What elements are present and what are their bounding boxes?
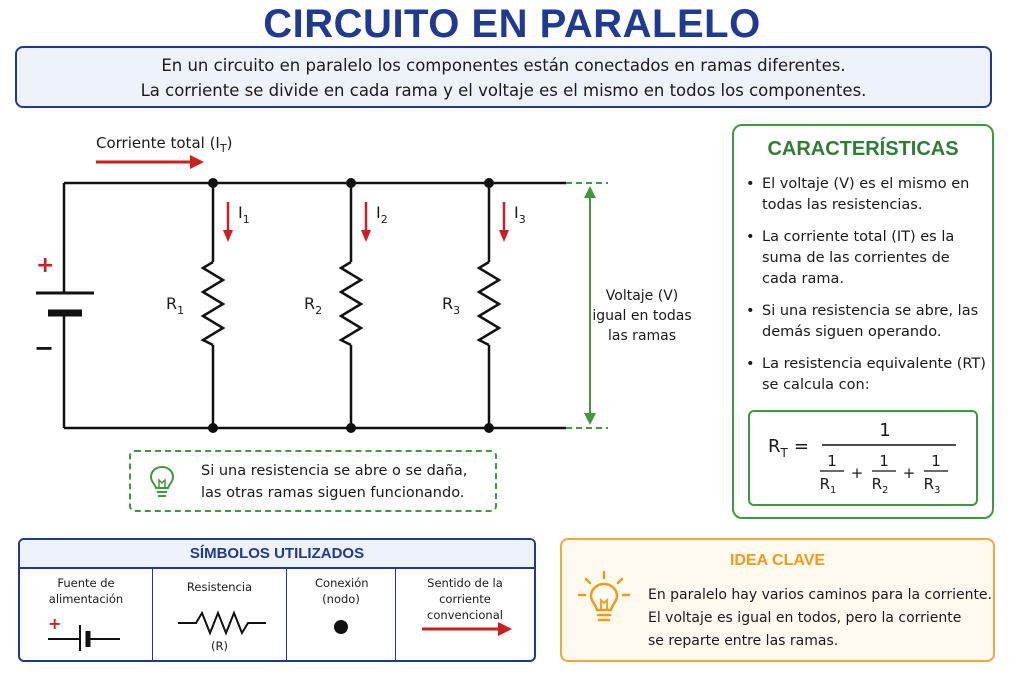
voltage-label-line-2: igual en todas — [592, 308, 691, 324]
battery-symbol — [36, 291, 94, 317]
characteristic-item: La resistencia equivalente (RT) se calcu… — [744, 354, 986, 396]
branch-current-label-2: I2 — [376, 203, 388, 226]
resistor-label-r3: R3 — [442, 294, 460, 317]
branch-current-label-1: I1 — [238, 203, 250, 226]
characteristics-title: CARACTERÍSTICAS — [767, 138, 959, 160]
key-idea-line-3: se reparte entre las ramas. — [648, 633, 839, 649]
plus-2: + — [903, 464, 916, 482]
resistor-label-r2: R2 — [304, 294, 322, 317]
symbol-label: Fuente de alimentación — [48, 576, 124, 606]
battery-minus: − — [34, 334, 54, 362]
key-idea-text: En paralelo hay varios caminos para la c… — [648, 584, 992, 653]
term-1-den: R1 — [820, 475, 837, 496]
tip-line-1: Si una resistencia se abre o se daña, — [201, 463, 468, 479]
symbol-cell-current-direction: Sentido de la corriente convencional — [396, 569, 534, 660]
node-symbol — [334, 620, 348, 634]
tip-line-2: las otras ramas siguen funcionando. — [201, 485, 465, 501]
term-3-den: R3 — [924, 475, 941, 496]
equivalent-resistance-formula: RT= 1 1 R1 + 1 R2 + 1 R3 — [748, 410, 978, 506]
circuit-diagram: Corriente total (IT) + − R1 R2 R3 I1 — [34, 134, 692, 433]
intro-line-1: En un circuito en paralelo los component… — [161, 56, 846, 75]
node-top-2 — [346, 178, 356, 188]
term-3-num: 1 — [931, 452, 941, 470]
key-idea-title: IDEA CLAVE — [729, 552, 826, 569]
resistor-r2 — [338, 260, 364, 347]
term-2-num: 1 — [879, 452, 889, 470]
node-bottom-3 — [484, 423, 494, 433]
intro-line-2: La corriente se divide en cada rama y el… — [140, 81, 867, 100]
tip-text: Si una resistencia se abre o se daña, la… — [201, 460, 467, 504]
symbol-label: Conexión (nodo) — [315, 576, 369, 606]
total-current-label: Corriente total (IT) — [96, 134, 232, 155]
symbol-cell-resistor: Resistencia (R) — [153, 569, 287, 660]
intro-box: En un circuito en paralelo los component… — [15, 46, 992, 108]
voltage-label-line-1: Voltaje (V) — [606, 288, 678, 304]
resistor-r1 — [200, 260, 226, 347]
symbol-label: Resistencia — [186, 580, 253, 594]
voltage-indicator — [566, 182, 608, 429]
key-idea-box: IDEA CLAVE En paralelo hay varios camino… — [560, 538, 995, 662]
voltage-label-line-3: las ramas — [608, 328, 676, 344]
lightbulb-icon — [149, 465, 175, 497]
symbol-cell-node: Conexión (nodo) — [287, 569, 396, 660]
symbols-table: SÍMBOLOS UTILIZADOS Fuente de alimentaci… — [18, 538, 536, 662]
formula-graphic: RT= 1 1 R1 + 1 R2 + 1 R3 — [768, 420, 956, 496]
characteristic-item: Si una resistencia se abre, las demás si… — [744, 301, 986, 343]
symbol-cell-power-source: Fuente de alimentación + — [20, 569, 153, 660]
tip-box: Si una resistencia se abre o se daña, la… — [129, 450, 497, 512]
node-top-3 — [484, 178, 494, 188]
plus-1: + — [851, 464, 864, 482]
current-direction-arrow — [422, 622, 512, 636]
power-plus: + — [48, 614, 61, 633]
resistor-r3 — [476, 260, 502, 347]
resistor-label-r1: R1 — [166, 294, 184, 317]
page-title: CIRCUITO EN PARALELO — [263, 2, 761, 46]
symbol-label: Sentido de la corriente convencional — [427, 576, 503, 622]
characteristic-item: El voltaje (V) es el mismo en todas las … — [744, 174, 986, 216]
node-bottom-1 — [208, 423, 218, 433]
power-source-symbol: + — [48, 614, 120, 651]
node-top-1 — [208, 178, 218, 188]
circuit-wires — [62, 181, 566, 430]
term-1-num: 1 — [827, 452, 837, 470]
lightbulb-icon — [577, 570, 631, 622]
characteristics-list: El voltaje (V) es el mismo en todas las … — [744, 174, 986, 407]
resistor-symbol — [178, 610, 266, 636]
branch-current-arrow-2 — [361, 202, 371, 242]
key-idea-line-1: En paralelo hay varios caminos para la c… — [648, 587, 992, 603]
branch-current-arrow-3 — [499, 202, 509, 242]
symbols-title: SÍMBOLOS UTILIZADOS — [20, 540, 534, 569]
characteristic-item: La corriente total (IT) es la suma de la… — [744, 227, 986, 290]
branch-current-label-3: I3 — [514, 203, 526, 226]
characteristics-panel: CARACTERÍSTICAS El voltaje (V) es el mis… — [732, 124, 994, 519]
key-idea-line-2: El voltaje es igual en todos, pero la co… — [648, 610, 962, 626]
branch-current-arrow-1 — [223, 202, 233, 242]
formula-numerator: 1 — [879, 420, 890, 441]
term-2-den: R2 — [872, 475, 889, 496]
formula-lhs: RT= — [768, 436, 809, 460]
node-bottom-2 — [346, 423, 356, 433]
battery-plus: + — [36, 253, 54, 278]
total-current-arrow — [96, 155, 204, 169]
resistor-symbol-caption: (R) — [211, 639, 228, 653]
